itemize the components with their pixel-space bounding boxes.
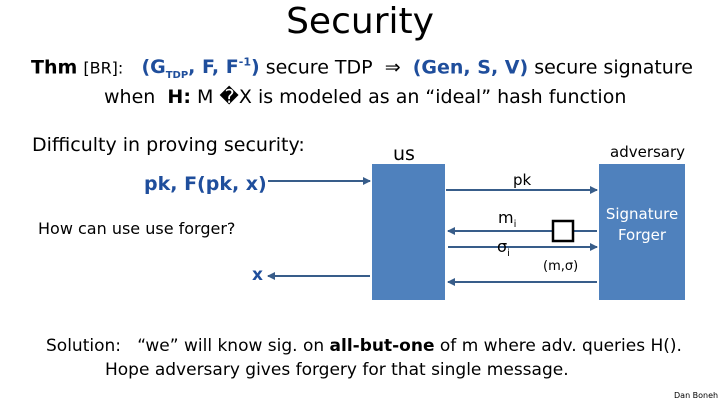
thm-label: Thm: [31, 56, 78, 79]
us-box: [372, 164, 445, 300]
difficulty-heading: Difficulty in proving security:: [32, 134, 305, 156]
how-question: How can use use forger?: [38, 219, 236, 238]
input-label: pk, F(pk, x): [144, 173, 267, 195]
solution-rest: of m where adv. queries H().: [439, 336, 682, 356]
implies-symbol: ⇒: [384, 56, 401, 79]
triple-close: ): [250, 56, 260, 79]
secure-signature-text: secure signature: [534, 56, 693, 79]
solution-line: Solution: “we” will know sig. on all-but…: [46, 334, 682, 358]
hash-assumption-text: M �X is modeled as an “ideal” hash funct…: [196, 86, 627, 108]
x-output-label: x: [252, 265, 263, 285]
tdp-triple: (GTDP, F, F-1): [141, 56, 260, 82]
sigma-i-label: σi: [497, 237, 510, 264]
hash-assumption: when H: M �X is modeled as an “ideal” ha…: [104, 84, 626, 110]
signature-forger-label: Signature Forger: [605, 205, 679, 244]
adversary-label: adversary: [610, 143, 686, 161]
br-citation: [BR]:: [83, 58, 124, 78]
when-word: when: [104, 86, 156, 108]
hope-line: Hope adversary gives forgery for that si…: [105, 360, 569, 380]
hash-oracle-box: [551, 219, 575, 243]
m-subscript: i: [513, 219, 517, 231]
m-symbol: m: [498, 208, 514, 227]
us-label: us: [393, 143, 415, 165]
gsv-triple: (Gen, S, V): [412, 56, 529, 79]
forgery-label: (m,σ): [543, 259, 579, 274]
solution-label: Solution:: [46, 336, 121, 356]
triple-mid: , F, F: [188, 56, 239, 79]
sigma-symbol: σ: [497, 237, 508, 256]
slide-title: Security: [286, 1, 434, 42]
adversary-box: [599, 164, 685, 300]
all-but-one-emphasis: all-but-one: [329, 336, 435, 356]
triple-open: (G: [141, 56, 166, 79]
tdp-subscript: TDP: [165, 70, 189, 82]
mi-label: mi: [498, 208, 516, 235]
theorem-statement: Thm [BR]: (GTDP, F, F-1) secure TDP ⇒ (G…: [31, 50, 693, 89]
secure-tdp-text: secure TDP: [265, 56, 373, 79]
inverse-superscript: -1: [238, 56, 251, 69]
sigma-subscript: i: [507, 248, 510, 260]
h-label: H:: [167, 86, 191, 108]
pk-label: pk: [513, 171, 532, 189]
footer-credit: Dan Boneh: [674, 391, 719, 400]
solution-quote: “we” will know sig. on: [137, 336, 325, 356]
